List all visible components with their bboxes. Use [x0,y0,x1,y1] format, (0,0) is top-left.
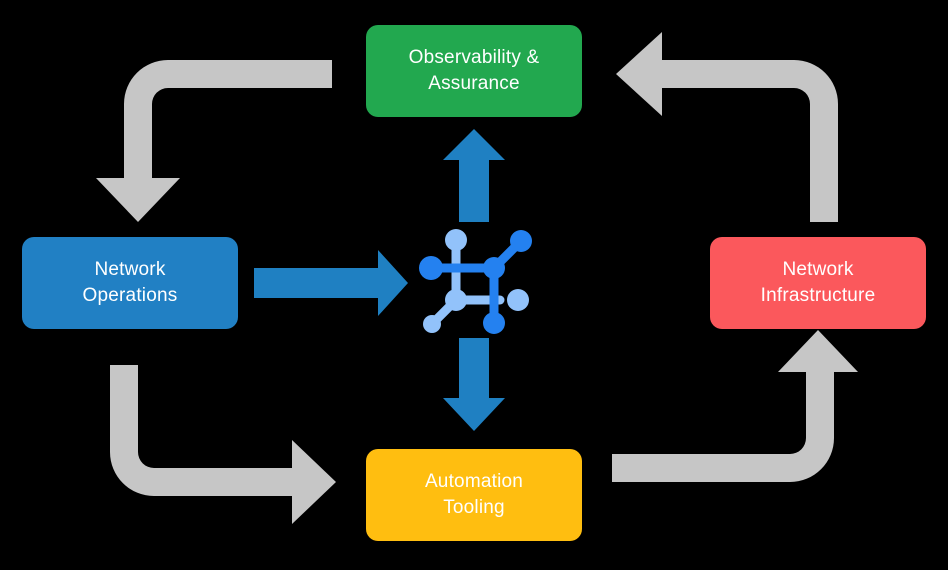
arrow-automation-to-infrastructure [612,330,858,482]
node-observability-label-line2: Assurance [428,73,520,94]
arrow-infrastructure-to-observability [616,32,838,222]
arrow-hub-to-automation [443,338,505,431]
arrow-operations-to-hub [254,250,408,316]
node-observability-label-line1: Observability & [408,46,540,68]
node-network-operations[interactable]: Network Operations [22,237,238,329]
arrow-observability-to-operations [96,60,332,222]
network-topology-icon [419,229,532,334]
node-automation-tooling-label-line2: Tooling [443,497,505,518]
node-automation-tooling[interactable]: Automation Tooling [366,449,582,541]
node-network-infrastructure-label-line1: Network [782,258,854,280]
node-network-operations-label-line1: Network [94,258,166,280]
arrow-operations-to-automation [110,365,336,524]
node-network-infrastructure-label-line2: Infrastructure [760,285,876,306]
node-network-operations-label-line2: Operations [82,285,178,306]
node-observability-assurance[interactable]: Observability & Assurance [366,25,582,117]
node-network-infrastructure[interactable]: Network Infrastructure [710,237,926,329]
node-automation-tooling-label-line1: Automation [424,470,524,492]
arrow-hub-to-observability [443,129,505,222]
